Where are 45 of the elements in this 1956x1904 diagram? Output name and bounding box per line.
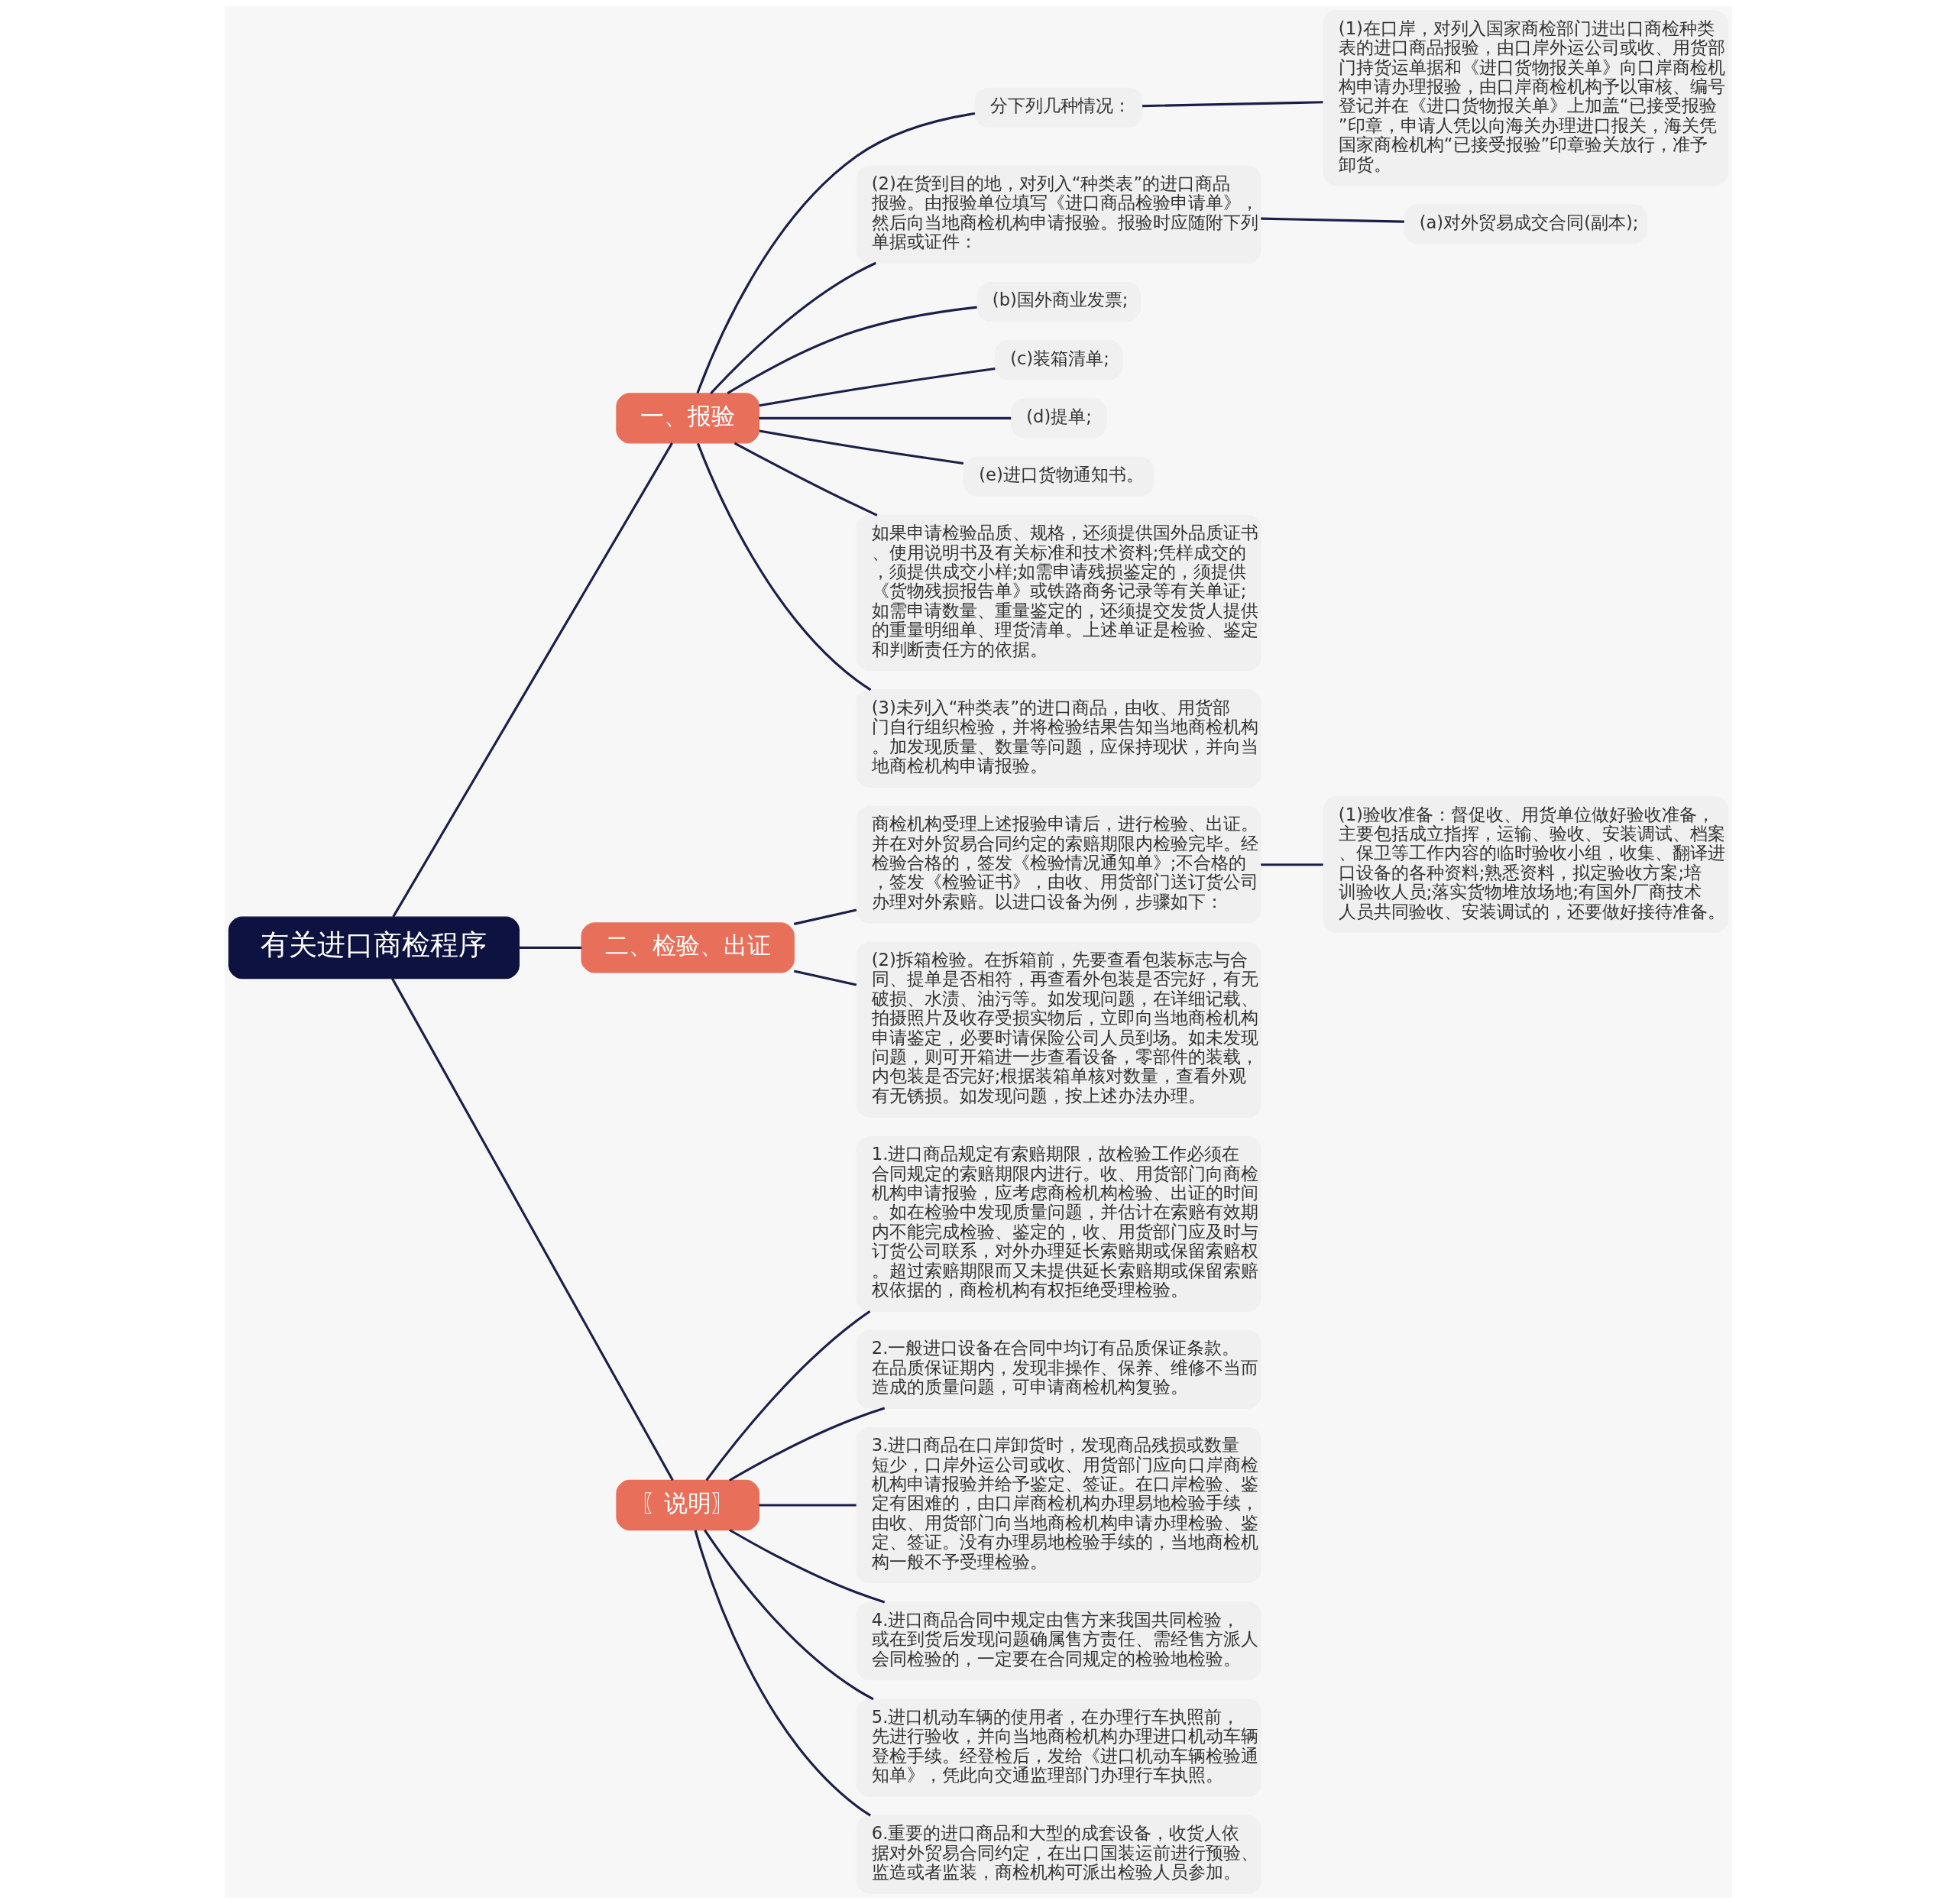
node-box: 1.进口商品规定有索赔期限，故检验工作必须在合同规定的索赔期限内进行。收、用货部门向商检机构申请报验，应考虑商检机构检验、出证的时间。如在检验中发现质量问题，并估计在索赔有效期内不能完成检验、鉴定的，收、用货部门应及时与订货公司联系，对外办理延长索赔期或保留索赔权。超过索赔期限而又未提供延长索赔期或保留索赔权依据的，商检机构有权拒绝受理检验。 — [855, 1135, 1261, 1312]
connector — [759, 416, 1011, 419]
node-box: 〖说明〗 — [615, 1479, 759, 1531]
node-box: (d)提单; — [1010, 398, 1106, 439]
connector — [696, 442, 871, 691]
node-box: (1)验收准备：督促收、用货单位做好验收准备，主要包括成立指挥，运输、验收、安装调试、档案、保卫等工作内容的临时验收小组，收集、翻译进口设备的各种资料;熟悉资料，拟定验收方案;培训验收人员;落实货物堆放场地;有国外厂商技术人员共同验收、安装调试的，还要做好接待准备。 — [1322, 796, 1728, 934]
connector — [709, 261, 876, 394]
connector — [390, 977, 674, 1481]
node-box: 有关进口商检程序 — [228, 916, 520, 980]
connector — [704, 1310, 870, 1481]
node-box: 分下列几种情况： — [974, 87, 1143, 128]
connector — [728, 1529, 885, 1604]
connector — [694, 1530, 871, 1817]
connector — [518, 946, 581, 949]
node-box: 如果申请检验品质、规格，还须提供国外品质证书、使用说明书及有关标准和技术资料;凭样成交的，须提供成交小样;如需申请残损鉴定的，须提供《货物残损报告单》或铁路商务记录等有关单证;如需申请数量、重量鉴定的，还须提交发货人提供的重量明细单、理货清单。上述单证是检验、鉴定和判断责任方的依据。 — [855, 514, 1261, 672]
node-box: 商检机构受理上述报验申请后，进行检验、出证。并在对外贸易合同约定的索赔期限内检验完毕。经检验合格的，签发《检验情况通知单》;不合格的，签发《检验证书》，由收、用货部门送订货公司办理对外索赔。以进口设备为例，步骤如下： — [855, 805, 1261, 924]
connector — [759, 1504, 857, 1507]
node-box: 4.进口商品合同中规定由售方来我国共同检验，或在到货后发现问题确属售方责任、需经售方派人会同检验的，一定要在合同规定的检验地检验。 — [855, 1601, 1261, 1681]
node-box: (c)装箱清单; — [994, 340, 1123, 380]
connector — [703, 1529, 874, 1701]
node-box: 二、检验、出证 — [580, 922, 795, 973]
node-box: 3.进口商品在口岸卸货时，发现商品残损或数量短少，口岸外运公司或收、用货部门应向口岸商检机构申请报验并给予鉴定、签证。在口岸检验、鉴定有困难的，由口岸商检机构办理易地检验手续，由收、用货部门向当地商检机构申请办理检验、鉴定、签证。没有办理易地检验手续的，当地商检机构一般不予受理检验。 — [855, 1426, 1261, 1584]
node-box: (2)拆箱检验。在拆箱前，先要查看包装标志与合同、提单是否相符，再查看外包装是否完好，有无破损、水渍、油污等。如发现问题，在详细记载、拍摄照片及收存受损实物后，立即向当地商检机构申请鉴定，必要时请保险公司人员到场。如未发现问题，则可开箱进一步查看设备，零部件的装载，内包装是否完好;根据装箱单核对数量，查看外观有无锈损。如发现问题，按上述办法办理。 — [855, 941, 1261, 1118]
connector — [759, 367, 996, 407]
node-box: 5.进口机动车辆的使用者，在办理行车执照前，先进行验收，并向当地商检机构办理进口机动车辆登检手续。经登检后，发给《进口机动车辆检验通知单》，凭此向交通监理部门办理行车执照。 — [855, 1698, 1261, 1797]
connector — [1142, 101, 1323, 108]
node-box: 2.一般进口设备在合同中均订有品质保证条款。在品质保证期内，发现非操作、保养、维修不当而造成的质量问题，可申请商检机构复验。 — [855, 1329, 1261, 1409]
connector — [793, 970, 857, 986]
node-box: 一、报验 — [615, 393, 759, 444]
connector — [695, 112, 975, 394]
node-box: (1)在口岸，对列入国家商检部门进出口商检种类表的进口商品报验，由口岸外运公司或收、用货部门持货运单据和《进口货物报关单》向口岸商检机构申请办理报验，由口岸商检机构予以审核、编号登记并在《进口货物报关单》上加盖“已接受报验”印章，申请人凭以向海关办理进口报关，海关凭国家商检机构“已接受报验”印章验关放行，准予卸货。 — [1322, 10, 1728, 186]
connector — [726, 306, 977, 395]
node-box: (3)未列入“种类表”的进口商品，由收、用货部门自行组织检验，并将检验结果告知当地商检机构。加发现质量、数量等问题，应保持现状，并向当地商检机构申请报验。 — [855, 689, 1261, 788]
connector — [734, 442, 877, 516]
node-box: (2)在货到目的地，对列入“种类表”的进口商品报验。由报验单位填写《进口商品检验申请单》，然后向当地商检机构申请报验。报验时应随附下列单据或证件： — [855, 165, 1261, 264]
connector — [1260, 217, 1404, 223]
node-box: 6.重要的进口商品和大型的成套设备，收货人依据对外贸易合同约定，在出口国装运前进行预验、监造或者监装，商检机构可派出检验人员参加。 — [855, 1815, 1261, 1894]
node-box: (b)国外商业发票; — [976, 281, 1141, 322]
connector — [391, 442, 673, 918]
node-box: (e)进口货物通知书。 — [963, 456, 1154, 497]
connector — [793, 908, 857, 925]
connector — [759, 429, 963, 465]
connector — [1260, 863, 1323, 866]
connector — [728, 1407, 885, 1481]
node-box: (a)对外贸易成交合同(副本); — [1403, 204, 1647, 244]
